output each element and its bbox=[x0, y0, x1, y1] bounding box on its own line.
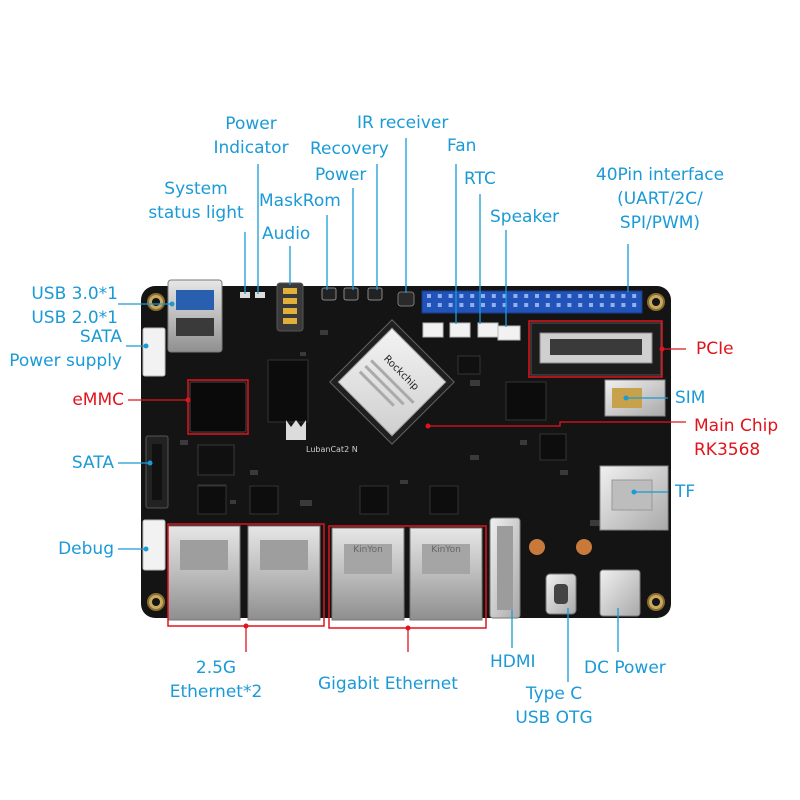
gpio-pin bbox=[448, 303, 453, 307]
label-audio: Audio bbox=[262, 224, 311, 244]
gpio-pin bbox=[524, 303, 529, 307]
gpio-pin bbox=[556, 303, 561, 307]
label-main-chip: Main Chip RK3568 bbox=[694, 416, 779, 460]
cat-logo bbox=[286, 420, 306, 440]
gpio-pin bbox=[535, 303, 539, 307]
label-gigabit: Gigabit Ethernet bbox=[318, 674, 458, 694]
gpio-pin bbox=[513, 294, 518, 298]
gpio-pin bbox=[567, 303, 572, 307]
gpio-pin bbox=[448, 294, 453, 298]
label-hdmi: HDMI bbox=[490, 652, 536, 672]
gpio-pin bbox=[437, 294, 442, 298]
gpio-pin bbox=[621, 303, 626, 307]
gpio-pin bbox=[502, 303, 507, 307]
label-power: Power bbox=[315, 165, 367, 185]
gpio-pin bbox=[459, 303, 464, 307]
gpio-40pin-header bbox=[421, 290, 643, 314]
label-emmc: eMMC bbox=[72, 390, 124, 410]
board-silkscreen: LubanCat2 N bbox=[306, 445, 358, 454]
label-40pin: 40Pin interface (UART/2C/ SPI/PWM) bbox=[595, 165, 725, 233]
rtc-connector bbox=[449, 322, 471, 338]
main-soc: Rockchip bbox=[329, 319, 455, 445]
label-pcie: PCIe bbox=[696, 339, 734, 359]
gpio-pin bbox=[632, 303, 637, 307]
fan-connector bbox=[422, 322, 444, 338]
gpio-pin bbox=[621, 294, 626, 298]
speaker-connector bbox=[477, 322, 499, 338]
label-ir-receiver: IR receiver bbox=[357, 113, 449, 133]
nic-brand-text-2: KinYon bbox=[431, 545, 461, 555]
mounting-holes bbox=[147, 293, 665, 611]
gpio-pin bbox=[599, 294, 604, 298]
gpio-pin bbox=[610, 303, 615, 307]
gpio-pin bbox=[610, 294, 615, 298]
gpio-pin bbox=[437, 303, 442, 307]
label-sata: SATA bbox=[71, 453, 114, 473]
label-recovery: Recovery bbox=[310, 139, 389, 159]
label-system-status: System status light bbox=[148, 179, 244, 223]
gpio-pin bbox=[481, 294, 485, 298]
label-typec: Type C USB OTG bbox=[515, 684, 593, 728]
label-speaker: Speaker bbox=[490, 207, 560, 227]
label-rtc: RTC bbox=[464, 169, 496, 189]
leader-lines-blue bbox=[118, 138, 668, 682]
gpio-pin bbox=[427, 303, 431, 307]
ir-receiver bbox=[397, 291, 415, 307]
status-leds bbox=[240, 292, 265, 298]
smd-components bbox=[180, 330, 600, 526]
leader-dots-blue bbox=[143, 301, 637, 552]
gpio-pin bbox=[567, 294, 572, 298]
gpio-pin bbox=[470, 303, 475, 307]
gpio-pin bbox=[535, 294, 539, 298]
gpio-pin bbox=[599, 303, 604, 307]
gpio-pin bbox=[632, 294, 637, 298]
gpio-pins bbox=[427, 294, 637, 307]
debug-connector bbox=[142, 519, 166, 571]
gpio-pin bbox=[545, 303, 550, 307]
gpio-pin bbox=[524, 294, 529, 298]
gpio-pin bbox=[491, 303, 496, 307]
gpio-pin bbox=[545, 294, 550, 298]
ethernet-25g-ports bbox=[167, 525, 321, 621]
label-sim: SIM bbox=[675, 388, 706, 408]
gigabit-ethernet-ports: KinYon KinYon bbox=[331, 527, 483, 621]
gpio-pin bbox=[459, 294, 464, 298]
label-power-indicator: Power Indicator bbox=[213, 114, 289, 158]
gpio-pin bbox=[578, 303, 583, 307]
sata-power-connector bbox=[142, 327, 166, 377]
emmc-chip bbox=[189, 381, 247, 433]
label-sata-power: SATA Power supply bbox=[9, 327, 122, 371]
gpio-pin bbox=[502, 294, 507, 298]
label-eth25: 2.5G Ethernet*2 bbox=[169, 658, 263, 702]
tactile-buttons bbox=[321, 287, 383, 301]
gpio-pin bbox=[578, 294, 583, 298]
label-usb: USB 3.0*1 USB 2.0*1 bbox=[31, 284, 118, 328]
label-tf: TF bbox=[675, 482, 696, 502]
label-dc-power: DC Power bbox=[584, 658, 666, 678]
gpio-pin bbox=[491, 294, 496, 298]
gpio-pin bbox=[470, 294, 475, 298]
label-fan: Fan bbox=[447, 136, 477, 156]
capacitors bbox=[529, 539, 592, 555]
gpio-pin bbox=[481, 303, 485, 307]
gpio-pin bbox=[589, 303, 593, 307]
label-maskrom: MaskRom bbox=[259, 191, 341, 211]
dc-jack bbox=[599, 569, 641, 617]
label-debug: Debug bbox=[58, 539, 114, 559]
gpio-pin bbox=[556, 294, 561, 298]
leader-lines-red bbox=[128, 348, 686, 652]
nic-brand-text-1: KinYon bbox=[353, 545, 383, 555]
gpio-pin bbox=[589, 294, 593, 298]
gpio-pin bbox=[427, 294, 431, 298]
leader-dots-red bbox=[185, 346, 665, 631]
gpio-pin bbox=[513, 303, 518, 307]
